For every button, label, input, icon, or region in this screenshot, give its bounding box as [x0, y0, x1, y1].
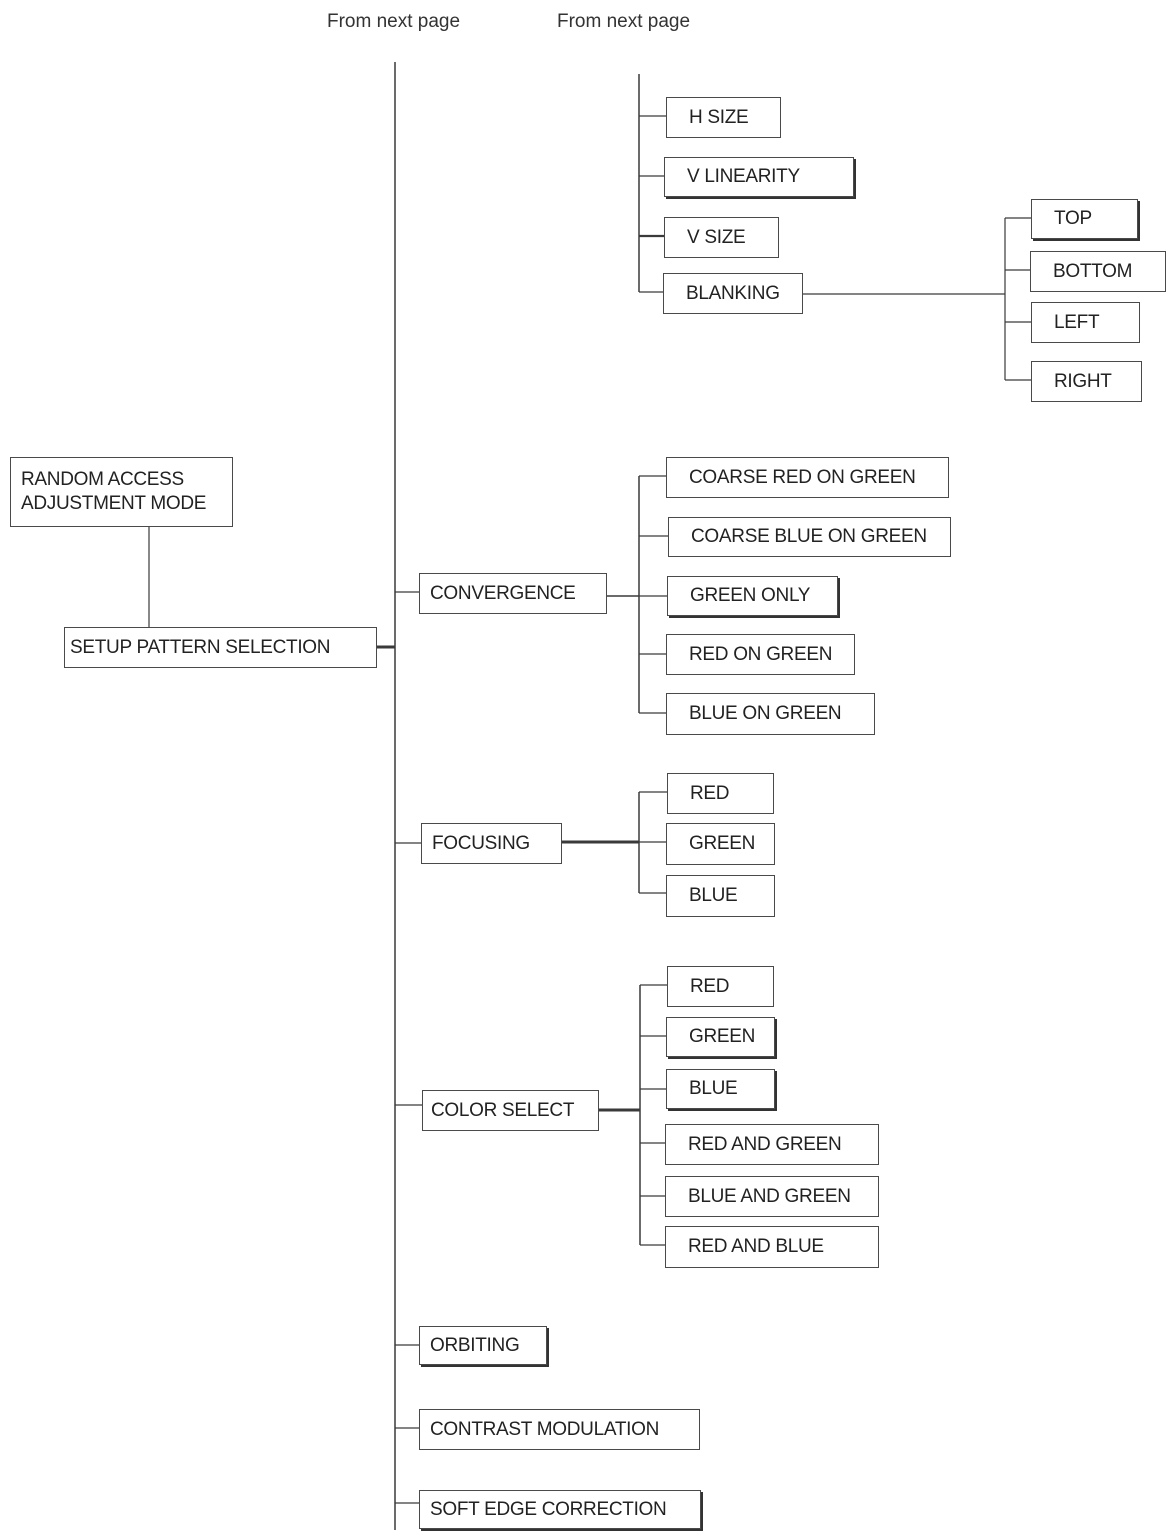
blanking-top-box[interactable]: TOP — [1031, 199, 1138, 239]
h-size-box[interactable]: H SIZE — [666, 97, 781, 138]
blanking-left-box[interactable]: LEFT — [1031, 302, 1140, 343]
from-next-page-label-left: From next page — [327, 11, 461, 32]
color-select-blue-box[interactable]: BLUE — [666, 1069, 775, 1109]
red-and-green-box[interactable]: RED AND GREEN — [665, 1124, 879, 1165]
from-next-page-label-right: From next page — [557, 11, 691, 32]
focusing-box[interactable]: FOCUSING — [421, 823, 562, 864]
convergence-box[interactable]: CONVERGENCE — [419, 573, 607, 614]
blanking-bottom-box[interactable]: BOTTOM — [1030, 251, 1166, 292]
random-access-adjustment-mode-box[interactable]: RANDOM ACCESS ADJUSTMENT MODE — [10, 457, 233, 527]
v-size-box[interactable]: V SIZE — [664, 217, 779, 258]
color-select-box[interactable]: COLOR SELECT — [422, 1090, 599, 1131]
red-on-green-box[interactable]: RED ON GREEN — [666, 634, 855, 675]
root-line-2: ADJUSTMENT MODE — [21, 493, 207, 514]
color-select-green-box[interactable]: GREEN — [666, 1017, 775, 1057]
focusing-blue-box[interactable]: BLUE — [666, 875, 775, 917]
setup-pattern-selection-box[interactable]: SETUP PATTERN SELECTION — [64, 627, 377, 668]
orbiting-box[interactable]: ORBITING — [419, 1326, 547, 1365]
focusing-green-box[interactable]: GREEN — [666, 823, 775, 865]
focusing-red-box[interactable]: RED — [667, 773, 774, 814]
v-linearity-box[interactable]: V LINEARITY — [664, 157, 854, 197]
coarse-red-on-green-box[interactable]: COARSE RED ON GREEN — [666, 457, 949, 498]
color-select-red-box[interactable]: RED — [667, 966, 774, 1007]
blanking-right-box[interactable]: RIGHT — [1031, 361, 1142, 402]
soft-edge-correction-box[interactable]: SOFT EDGE CORRECTION — [419, 1490, 701, 1529]
blue-on-green-box[interactable]: BLUE ON GREEN — [666, 693, 875, 735]
blanking-box[interactable]: BLANKING — [663, 273, 803, 314]
root-line-1: RANDOM ACCESS — [21, 469, 184, 491]
red-and-blue-box[interactable]: RED AND BLUE — [665, 1226, 879, 1268]
coarse-blue-on-green-box[interactable]: COARSE BLUE ON GREEN — [668, 517, 951, 557]
blue-and-green-box[interactable]: BLUE AND GREEN — [665, 1176, 879, 1217]
contrast-modulation-box[interactable]: CONTRAST MODULATION — [419, 1409, 700, 1450]
green-only-box[interactable]: GREEN ONLY — [667, 576, 838, 616]
